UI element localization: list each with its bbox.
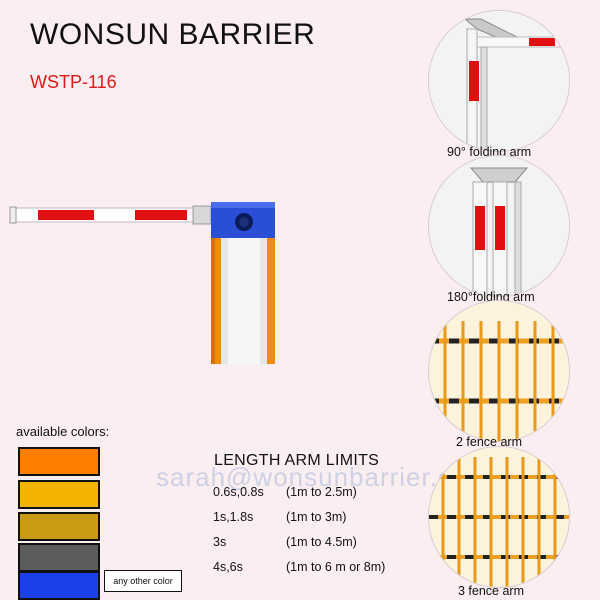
fence-arm-2-icon [429,301,569,441]
folding-arm-180-image [428,155,570,297]
folding-arm-90-icon [429,11,569,151]
folding-arm-90-image [428,10,570,152]
barrier-illustration [9,202,275,364]
limit-length: (1m to 3m) [286,510,347,524]
other-color-box: any other color [104,570,182,592]
limit-time: 0.6s,0.8s [213,485,264,499]
limit-length: (1m to 2.5m) [286,485,357,499]
limit-row: 3s (1m to 4.5m) [213,535,413,551]
model-number: WSTP-116 [30,72,117,92]
color-swatch-gray [18,543,100,572]
fence-arm-3-caption: 3 fence arm [458,584,525,598]
length-arm-limits-title: LENGTH ARM LIMITS [214,452,380,469]
limit-length: (1m to 4.5m) [286,535,357,549]
limit-row: 1s,1.8s (1m to 3m) [213,510,413,526]
color-swatch-blue [18,571,100,600]
fence-arm-2-image [428,300,570,442]
limit-time: 1s,1.8s [213,510,254,524]
fence-arm-3-icon [429,447,569,587]
limit-time: 3s [213,535,227,549]
limit-row: 0.6s,0.8s (1m to 2.5m) [213,485,413,501]
limit-length: (1m to 6 m or 8m) [286,560,386,574]
color-swatch-orange [18,447,100,476]
fence-arm-3-image [428,446,570,588]
barrier-arm [9,205,214,225]
page-title: WONSUN BARRIER [30,18,316,51]
limit-time: 4s,6s [213,560,243,574]
color-swatch-gold [18,512,100,541]
folding-arm-180-icon [429,156,569,296]
limit-row: 4s,6s (1m to 6 m or 8m) [213,560,413,576]
barrier-cabinet [211,202,275,364]
available-colors-label: available colors: [16,424,110,439]
fence-arm-2-caption: 2 fence arm [456,435,523,449]
color-swatch-yellow [18,480,100,509]
